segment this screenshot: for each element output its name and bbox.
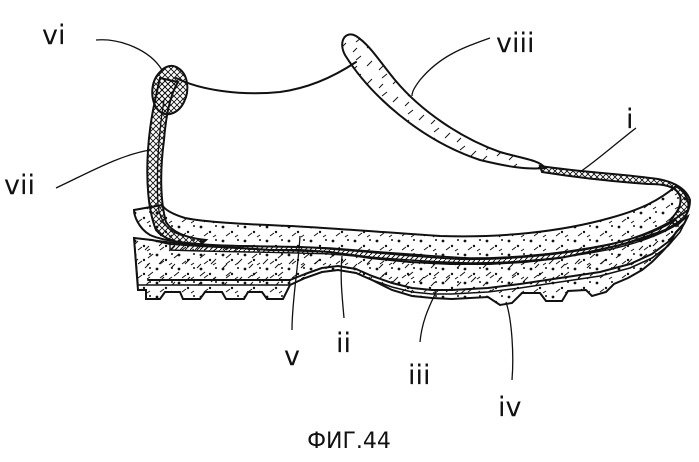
label-iii: iii [408, 360, 431, 391]
collar-padding-vi [152, 66, 187, 114]
label-iv: iv [498, 392, 522, 423]
label-vii: vii [4, 170, 35, 201]
leader-iii [420, 292, 436, 342]
label-ii: ii [336, 328, 351, 359]
leader-vii [56, 150, 150, 188]
label-i: i [626, 104, 634, 135]
label-viii: viii [496, 28, 534, 59]
label-vi: vi [42, 20, 65, 51]
label-v: v [284, 341, 300, 372]
leader-viii [412, 38, 490, 96]
leader-iv [506, 302, 513, 380]
figure-caption: ФИГ.44 [307, 429, 391, 454]
leader-vi [96, 40, 162, 70]
upper-outline [176, 62, 356, 93]
